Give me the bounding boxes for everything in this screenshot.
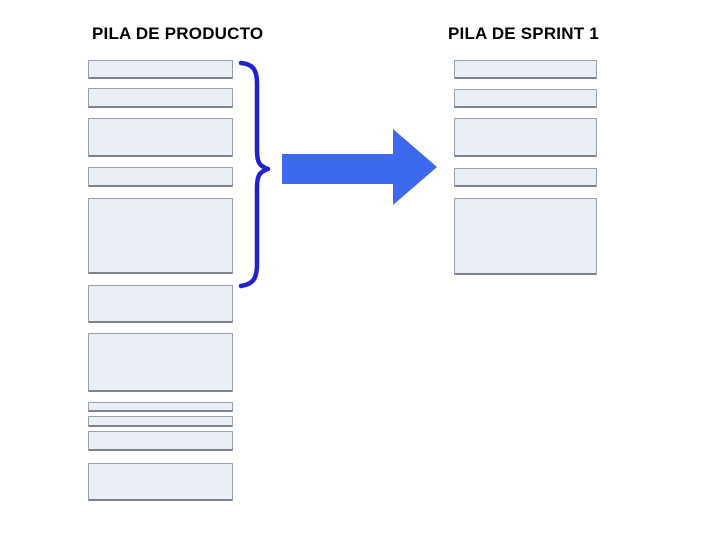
sprint-backlog-item — [454, 60, 597, 79]
product-backlog-title: PILA DE PRODUCTO — [92, 24, 264, 43]
product-backlog-item — [88, 416, 233, 427]
product-backlog-item — [88, 463, 233, 501]
product-backlog-item — [88, 167, 233, 187]
grouping-brace-icon — [238, 60, 271, 289]
product-backlog-item — [88, 60, 233, 79]
product-backlog-item — [88, 431, 233, 451]
sprint-backlog-item — [454, 89, 597, 108]
sprint-backlog-item — [454, 118, 597, 157]
right-arrow-icon — [282, 129, 437, 205]
product-backlog-item — [88, 88, 233, 108]
product-backlog-item — [88, 402, 233, 412]
product-backlog-item — [88, 198, 233, 274]
product-backlog-item — [88, 118, 233, 157]
product-backlog-item — [88, 333, 233, 392]
sprint-backlog-item — [454, 198, 597, 275]
sprint-backlog-item — [454, 168, 597, 187]
product-backlog-item — [88, 285, 233, 323]
sprint-backlog-title: PILA DE SPRINT 1 — [448, 24, 599, 43]
